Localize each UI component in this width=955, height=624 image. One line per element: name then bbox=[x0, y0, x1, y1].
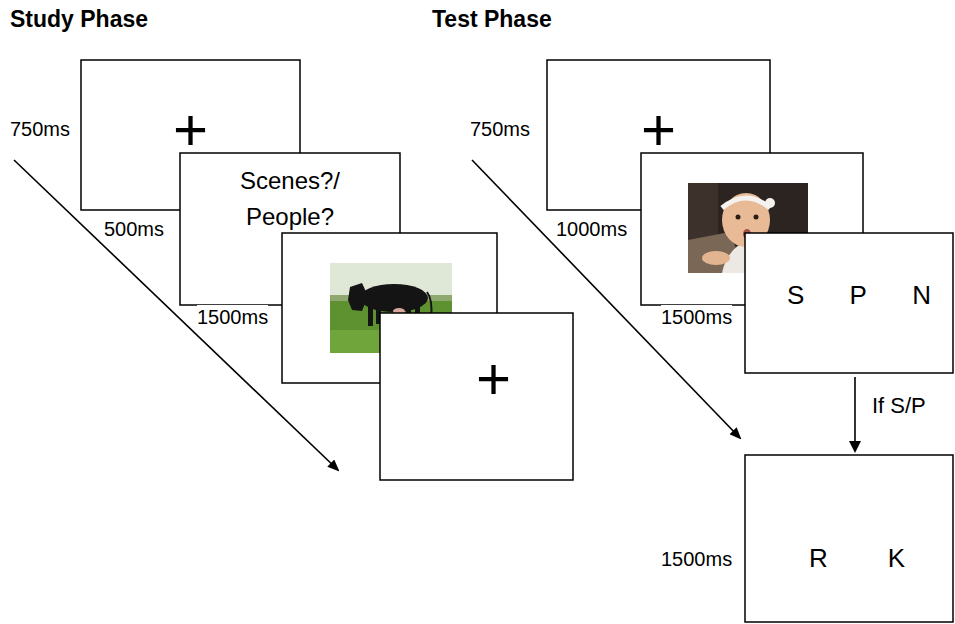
remember-know-screen: RK bbox=[745, 455, 953, 622]
screen-text: K bbox=[888, 543, 905, 574]
timing-label: 750ms bbox=[10, 117, 70, 141]
screen-text: S bbox=[787, 280, 804, 311]
timing-label: 500ms bbox=[104, 217, 164, 241]
timing-label: 1500ms bbox=[197, 305, 268, 329]
arrow-head bbox=[849, 441, 861, 453]
screen-frame bbox=[745, 233, 953, 373]
phase-title: Study Phase bbox=[10, 6, 148, 34]
timing-label: 1500ms bbox=[661, 305, 732, 329]
fixation-cross: + bbox=[641, 100, 676, 160]
timing-label: 750ms bbox=[470, 117, 530, 141]
arrow-line bbox=[854, 377, 856, 443]
fixation-cross: + bbox=[476, 349, 511, 409]
screen-text: R bbox=[809, 543, 828, 574]
fixation-cross: + bbox=[173, 100, 208, 160]
fixation-screen: + bbox=[547, 60, 770, 210]
response-screen: SPN bbox=[745, 233, 953, 373]
screen-text: P bbox=[850, 280, 867, 311]
screen-text: Scenes?/ People? bbox=[225, 163, 355, 235]
phase-title: Test Phase bbox=[432, 6, 552, 34]
timing-label: 1500ms bbox=[661, 547, 732, 571]
screen-text: N bbox=[912, 280, 931, 311]
condition-label: If S/P bbox=[872, 393, 926, 419]
screen-frame bbox=[380, 313, 573, 480]
fixation-screen: + bbox=[380, 313, 573, 480]
screen-frame bbox=[745, 455, 953, 622]
question-screen: Scenes?/ People? bbox=[180, 153, 400, 305]
timing-label: 1000ms bbox=[556, 217, 627, 241]
flow-arrow bbox=[849, 377, 861, 453]
